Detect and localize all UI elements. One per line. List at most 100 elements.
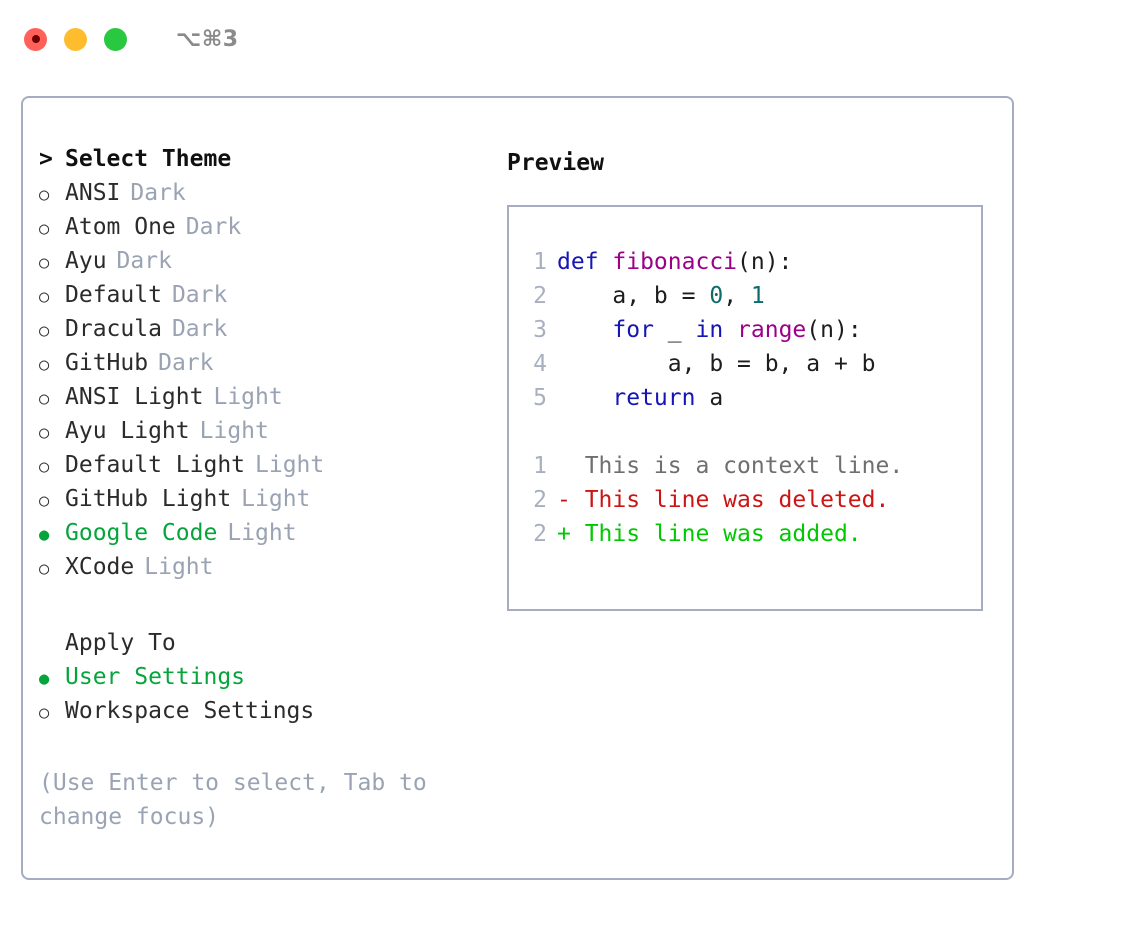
theme-option-dracula[interactable]: ○ Dracula Dark xyxy=(39,316,488,350)
theme-option-label: Ayu xyxy=(65,248,107,274)
theme-option-variant-tag: Dark xyxy=(171,316,228,342)
zoom-button-icon[interactable] xyxy=(104,27,127,51)
theme-option-variant-tag: Dark xyxy=(185,214,242,240)
diff-line-number: 2 xyxy=(533,521,547,547)
code-token-plain: , xyxy=(723,283,751,309)
diff-line-number: 2 xyxy=(533,487,547,513)
radio-unselected-icon: ○ xyxy=(39,219,50,239)
code-token-plain xyxy=(557,385,612,411)
code-token-plain: a, b = b, a + b xyxy=(557,351,876,377)
diff-line-text: This is a context line. xyxy=(557,453,904,479)
code-token-fn: range xyxy=(737,317,807,343)
theme-option-variant-tag: Dark xyxy=(158,350,214,376)
traffic-light-group xyxy=(24,27,127,51)
code-token-num: 1 xyxy=(750,283,765,309)
diff-line-text: - This line was deleted. xyxy=(557,487,890,513)
radio-unselected-icon: ○ xyxy=(39,457,50,477)
code-line-text: def fibonacci(n): xyxy=(557,249,792,275)
theme-option-ayu-light[interactable]: ○ Ayu Light Light xyxy=(39,418,488,452)
spacer xyxy=(39,588,488,630)
keyboard-hint-text: (Use Enter to select, Tab to change focu… xyxy=(39,770,427,830)
radio-unselected-icon: ○ xyxy=(39,321,50,341)
radio-unselected-icon: ○ xyxy=(39,355,50,375)
theme-option-github-light[interactable]: ○ GitHub Light Light xyxy=(39,486,488,520)
minimize-button-icon[interactable] xyxy=(64,27,87,51)
theme-option-label: ANSI xyxy=(65,180,121,206)
code-line-text: for _ in range(n): xyxy=(557,317,861,343)
code-token-plain xyxy=(557,317,612,343)
theme-option-label: GitHub Light xyxy=(65,486,232,512)
theme-option-label: Ayu Light xyxy=(65,418,190,444)
code-line: 5 return a xyxy=(509,385,981,419)
radio-unselected-icon: ○ xyxy=(39,491,50,511)
diff-line-add: 2 + This line was added. xyxy=(509,521,981,555)
theme-option-variant-tag: Light xyxy=(144,554,214,580)
code-line: 3 for _ in range(n): xyxy=(509,317,981,351)
code-token-kw: return xyxy=(612,385,696,411)
theme-option-variant-tag: Dark xyxy=(130,180,186,206)
apply-to-heading: Apply To xyxy=(39,630,488,664)
code-token-kw: in xyxy=(695,317,724,343)
window-titlebar: ⌥⌘3 xyxy=(0,0,1140,78)
diff-line-del: 2 - This line was deleted. xyxy=(509,487,981,521)
theme-option-variant-tag: Dark xyxy=(116,248,172,274)
radio-unselected-icon: ○ xyxy=(39,423,50,443)
diff-preview-block: 1 This is a context line.2- This line wa… xyxy=(509,453,981,555)
radio-unselected-icon: ○ xyxy=(39,287,50,307)
theme-option-variant-tag: Light xyxy=(227,520,297,546)
theme-option-atom-one[interactable]: ○ Atom One Dark xyxy=(39,214,488,248)
code-line-text: a, b = 0, 1 xyxy=(557,283,765,309)
close-button-icon[interactable] xyxy=(24,27,47,51)
theme-option-variant-tag: Light xyxy=(199,418,269,444)
keyboard-shortcut-label: ⌥⌘3 xyxy=(176,26,239,52)
theme-option-variant-tag: Light xyxy=(241,486,311,512)
code-token-plain: a xyxy=(695,385,724,411)
diff-line-text: + This line was added. xyxy=(557,521,862,547)
prompt-caret-icon: > xyxy=(39,146,53,172)
code-line-text: a, b = b, a + b xyxy=(557,351,876,377)
code-line: 2 a, b = 0, 1 xyxy=(509,283,981,317)
theme-option-label: Default xyxy=(65,282,162,308)
spacer xyxy=(509,419,981,453)
theme-option-label: Dracula xyxy=(65,316,162,342)
theme-option-label: ANSI Light xyxy=(65,384,204,410)
preview-title: Preview xyxy=(507,150,604,176)
apply-to-option-user-settings[interactable]: ● User Settings xyxy=(39,664,488,698)
code-line-number: 5 xyxy=(533,385,547,411)
apply-to-heading-label: Apply To xyxy=(65,630,176,656)
radio-selected-icon: ● xyxy=(39,669,50,689)
theme-option-label: XCode xyxy=(65,554,135,580)
radio-unselected-icon: ○ xyxy=(39,559,50,579)
code-line-number: 1 xyxy=(533,249,547,275)
apply-to-option-workspace-settings[interactable]: ○Workspace Settings xyxy=(39,698,488,732)
code-line-number: 4 xyxy=(533,351,547,377)
apply-to-option-label: User Settings xyxy=(65,664,246,690)
theme-option-label: GitHub xyxy=(65,350,149,376)
theme-option-ayu[interactable]: ○ Ayu Dark xyxy=(39,248,488,282)
theme-option-github[interactable]: ○ GitHub Dark xyxy=(39,350,488,384)
radio-selected-icon: ● xyxy=(39,525,50,545)
theme-option-variant-tag: Light xyxy=(213,384,283,410)
radio-unselected-icon: ○ xyxy=(39,253,50,273)
diff-line-ctx: 1 This is a context line. xyxy=(509,453,981,487)
code-token-punc: (n): xyxy=(737,249,793,275)
apply-to-option-label: Workspace Settings xyxy=(65,698,315,724)
code-token-kw: for xyxy=(612,317,654,343)
theme-option-variant-tag: Light xyxy=(255,452,325,478)
code-line: 1 def fibonacci(n): xyxy=(509,249,981,283)
theme-option-label: Atom One xyxy=(65,214,176,240)
code-token-plain: a, b = xyxy=(557,283,710,309)
diff-line-number: 1 xyxy=(533,453,547,479)
theme-option-xcode[interactable]: ○ XCode Light xyxy=(39,554,488,588)
